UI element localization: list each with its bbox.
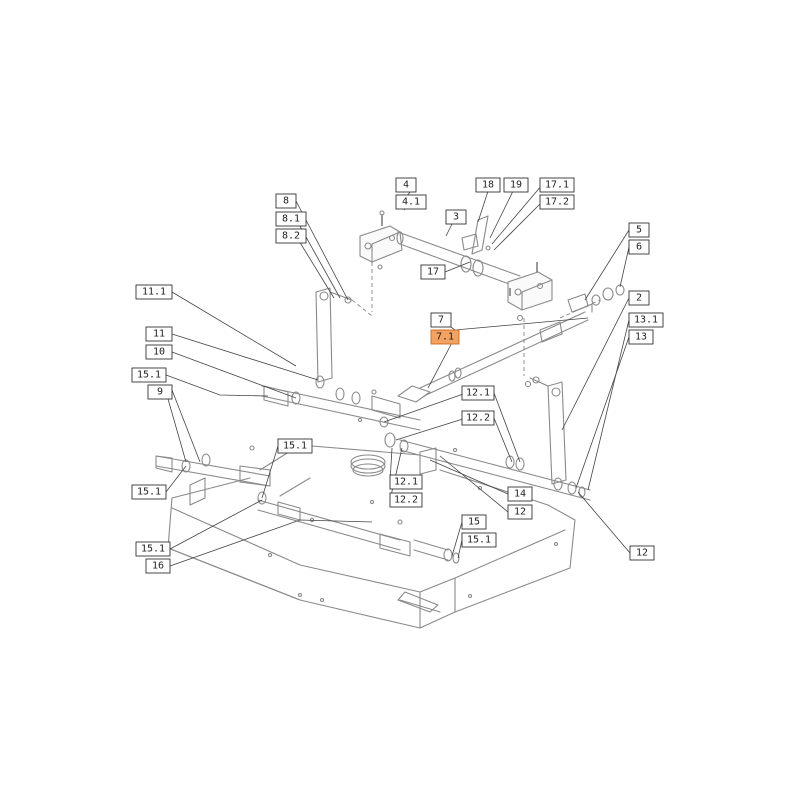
callout-label: 5 xyxy=(636,225,642,236)
callout-label: 8 xyxy=(283,196,289,207)
callout-label: 15.1 xyxy=(137,487,161,498)
callout-13-1[interactable]: 13.1 xyxy=(628,312,664,328)
callout-15-1-e[interactable]: 15.1 xyxy=(135,541,171,557)
callout-2[interactable]: 2 xyxy=(628,290,650,306)
callout-13[interactable]: 13 xyxy=(628,329,654,345)
callout-label: 12 xyxy=(636,548,648,559)
callout-12-1-a[interactable]: 12.1 xyxy=(461,385,495,401)
callout-label: 8.2 xyxy=(282,231,300,242)
left-cross-rod xyxy=(261,375,431,431)
callout-label: 7 xyxy=(438,315,444,326)
callout-17-1[interactable]: 17.1 xyxy=(539,177,575,193)
callout-8[interactable]: 8 xyxy=(275,193,297,209)
callout-label: 4 xyxy=(403,180,409,191)
right-cross-rod xyxy=(384,380,591,501)
callout-11-1[interactable]: 11.1 xyxy=(135,284,173,300)
callout-label: 2 xyxy=(636,293,642,304)
callout-8-2[interactable]: 8.2 xyxy=(275,228,307,244)
callout-7[interactable]: 7 xyxy=(430,312,452,328)
callout-label: 12.2 xyxy=(466,413,490,424)
callout-label: 17.2 xyxy=(545,197,569,208)
callout-7-1[interactable]: 7.1 xyxy=(430,329,460,345)
callout-4-1[interactable]: 4.1 xyxy=(395,194,427,210)
callout-label: 10 xyxy=(153,347,165,358)
callout-19[interactable]: 19 xyxy=(503,177,529,193)
callout-label: 12.1 xyxy=(466,388,490,399)
callout-label: 13 xyxy=(635,332,647,343)
callout-label: 15.1 xyxy=(137,370,161,381)
callout-label: 8.1 xyxy=(282,214,300,225)
callout-15[interactable]: 15 xyxy=(461,514,487,530)
callout-12-b[interactable]: 12 xyxy=(629,545,655,561)
callout-10[interactable]: 10 xyxy=(145,344,173,360)
callout-12-2-b[interactable]: 12.2 xyxy=(389,492,423,508)
callout-label: 11 xyxy=(153,329,165,340)
callout-8-1[interactable]: 8.1 xyxy=(275,211,307,227)
lower-left-rod xyxy=(155,445,271,487)
callout-17[interactable]: 17 xyxy=(420,264,446,280)
spring-hub xyxy=(350,454,386,477)
callout-11[interactable]: 11 xyxy=(145,326,173,342)
callout-15-1-c[interactable]: 15.1 xyxy=(277,438,313,454)
callout-9[interactable]: 9 xyxy=(147,384,173,400)
callout-6[interactable]: 6 xyxy=(628,239,650,255)
callout-15-1-b[interactable]: 15.1 xyxy=(131,484,167,500)
mower-deck xyxy=(167,417,576,629)
callout-label: 15.1 xyxy=(141,544,165,555)
callout-15-1-a[interactable]: 15.1 xyxy=(131,367,167,383)
callout-12-a[interactable]: 12 xyxy=(507,504,533,520)
callout-label: 12.1 xyxy=(394,477,418,488)
callout-label: 3 xyxy=(453,212,459,223)
callout-label: 12 xyxy=(514,507,526,518)
callout-label: 4.1 xyxy=(402,197,420,208)
callout-18[interactable]: 18 xyxy=(475,177,501,193)
callout-4[interactable]: 4 xyxy=(395,177,417,193)
left-lift-arm xyxy=(315,262,373,383)
callout-label: 11.1 xyxy=(142,287,166,298)
callout-3[interactable]: 3 xyxy=(445,209,467,225)
callout-12-1-b[interactable]: 12.1 xyxy=(389,474,423,490)
callout-5[interactable]: 5 xyxy=(628,222,650,238)
callout-label: 18 xyxy=(482,180,494,191)
callout-label: 16 xyxy=(152,561,164,572)
callout-17-2[interactable]: 17.2 xyxy=(539,194,575,210)
callout-label: 13.1 xyxy=(634,315,658,326)
callout-12-2-a[interactable]: 12.2 xyxy=(461,410,495,426)
callout-label: 9 xyxy=(157,387,163,398)
upper-shaft-assembly xyxy=(359,210,553,322)
callout-16[interactable]: 16 xyxy=(145,558,171,574)
right-lift-arm xyxy=(523,318,567,485)
lower-front-rod xyxy=(257,477,460,564)
callout-label: 12.2 xyxy=(394,495,418,506)
callout-14[interactable]: 14 xyxy=(507,486,533,502)
callout-label: 6 xyxy=(636,242,642,253)
callout-15-1-d[interactable]: 15.1 xyxy=(461,532,497,548)
callout-label: 19 xyxy=(510,180,522,191)
washer-group xyxy=(567,284,625,313)
callout-label: 7.1 xyxy=(436,332,454,343)
callout-label: 14 xyxy=(514,489,526,500)
callout-label: 17 xyxy=(427,267,439,278)
callout-label: 15.1 xyxy=(283,441,307,452)
callout-label: 15 xyxy=(468,517,480,528)
callout-label: 17.1 xyxy=(545,180,569,191)
callout-label: 15.1 xyxy=(467,535,491,546)
